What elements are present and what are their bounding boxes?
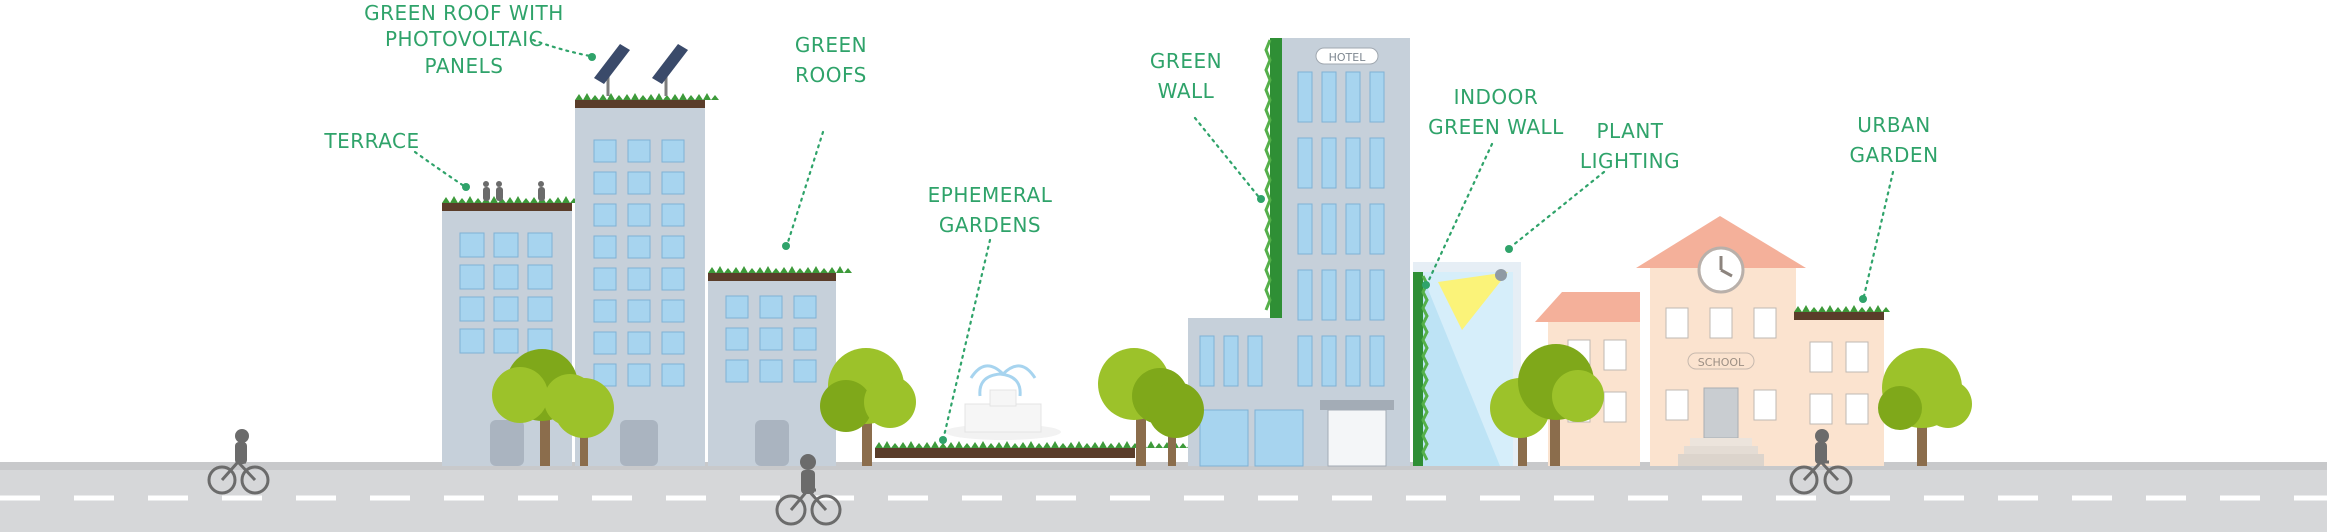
- label-green-roofs: GREEN ROOFS: [795, 33, 867, 87]
- label-indoor-green-wall-line2: GREEN WALL: [1428, 115, 1564, 139]
- leader-lines: [413, 38, 1895, 444]
- photovoltaic-panel-icon: [594, 44, 688, 96]
- label-green-roof-pv-line3: PANELS: [425, 54, 504, 78]
- label-terrace: TERRACE: [323, 129, 419, 153]
- glass-atrium: [1413, 262, 1521, 466]
- cyclist-1: [207, 429, 270, 495]
- label-indoor-green-wall: INDOOR GREEN WALL: [1428, 85, 1564, 139]
- label-terrace-line1: TERRACE: [323, 129, 419, 153]
- fountain-icon: [945, 364, 1061, 440]
- label-ephemeral-gardens-line2: GARDENS: [939, 213, 1041, 237]
- road: [0, 462, 2327, 532]
- label-urban-garden-line2: GARDEN: [1849, 143, 1938, 167]
- label-green-wall-line2: WALL: [1158, 79, 1215, 103]
- hotel-building: HOTEL: [1188, 38, 1410, 467]
- clock-icon: [1697, 246, 1745, 294]
- ephemeral-garden: [875, 364, 1195, 458]
- tree-3: [1098, 348, 1204, 466]
- cyclist-2: [775, 454, 842, 526]
- cyclist-3: [1789, 429, 1853, 495]
- hotel-sign: HOTEL: [1315, 47, 1379, 65]
- tree-2: [820, 348, 916, 466]
- label-green-wall: GREEN WALL: [1150, 49, 1222, 103]
- label-ephemeral-gardens-line1: EPHEMERAL: [928, 183, 1053, 207]
- terrace-people: [483, 181, 545, 201]
- hotel-sign-text: HOTEL: [1329, 51, 1367, 64]
- label-plant-lighting-line2: LIGHTING: [1580, 149, 1680, 173]
- tree-5: [1878, 348, 1972, 466]
- label-indoor-green-wall-line1: INDOOR: [1454, 85, 1539, 109]
- label-green-roof-pv-line1: GREEN ROOF WITH: [364, 1, 564, 25]
- office-building-green-roof: [708, 266, 852, 466]
- tree-4: [1490, 344, 1604, 466]
- label-green-roof-pv: GREEN ROOF WITH PHOTOVOLTAIC PANELS: [364, 1, 564, 78]
- label-ephemeral-gardens: EPHEMERAL GARDENS: [928, 183, 1053, 237]
- school-building: SCHOOL: [1535, 216, 1890, 466]
- label-plant-lighting-line1: PLANT: [1596, 119, 1663, 143]
- office-building-terrace: [442, 181, 578, 466]
- tree-1: [492, 349, 614, 466]
- school-sign-text: SCHOOL: [1698, 356, 1745, 369]
- label-urban-garden: URBAN GARDEN: [1849, 113, 1938, 167]
- label-plant-lighting: PLANT LIGHTING: [1580, 119, 1680, 173]
- label-green-roofs-line1: GREEN: [795, 33, 867, 57]
- label-green-wall-line1: GREEN: [1150, 49, 1222, 73]
- label-green-roofs-line2: ROOFS: [795, 63, 867, 87]
- label-urban-garden-line1: URBAN: [1857, 113, 1930, 137]
- plant-light-icon: [1438, 269, 1508, 330]
- label-green-roof-pv-line2: PHOTOVOLTAIC: [385, 27, 543, 51]
- school-sign: SCHOOL: [1687, 352, 1755, 370]
